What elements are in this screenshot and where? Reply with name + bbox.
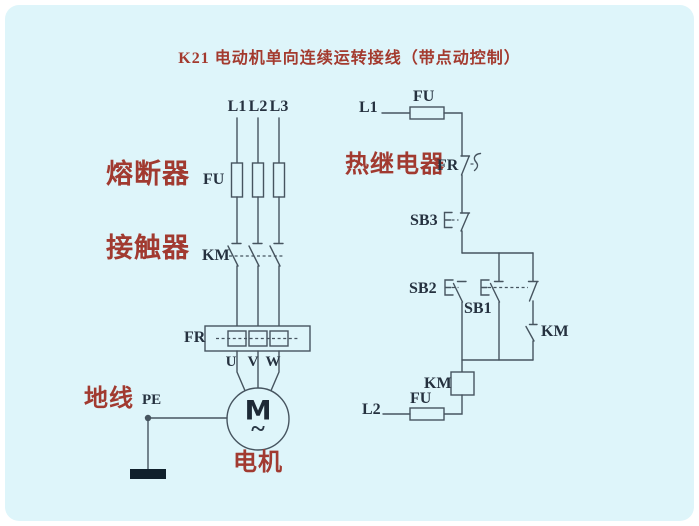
phase-label-l1: L1 (227, 98, 247, 115)
sb3-nc-contact (443, 211, 471, 232)
phase-label-l2: L2 (248, 98, 268, 115)
sb2-no-contact (444, 279, 467, 303)
annotation-ground-wire: 地线 (84, 386, 134, 412)
annotation-motor: 电机 (233, 450, 283, 476)
km-aux-contact (525, 323, 538, 342)
control-fuse-bottom (409, 407, 445, 421)
annotation-fuse: 熔断器 (106, 159, 190, 189)
diagram-title: K21 电动机单向连续运转接线（带点动控制） (178, 50, 521, 67)
fr-nc-contact (460, 152, 482, 176)
phase-label-l3: L3 (269, 98, 289, 115)
diagram-card (5, 5, 694, 521)
km-aux-label: KM (541, 323, 569, 340)
sb2-label: SB2 (409, 280, 437, 297)
motor-letter: M (244, 395, 272, 427)
motor-lead-wires (236, 350, 280, 394)
ground-symbol (130, 414, 228, 479)
sb1-nc-contact (527, 280, 539, 302)
earth-bar (130, 469, 166, 479)
sb1-no-contact (480, 279, 528, 303)
main-fuse-symbols (230, 162, 286, 198)
motor-ac-symbol: ~ (251, 414, 265, 443)
main-fuse-label: FU (203, 171, 225, 188)
pe-junction-dot (144, 414, 152, 422)
control-fuse-bottom-label: FU (410, 390, 432, 407)
thermal-actuator-hook (473, 152, 482, 172)
contactor-main-contacts (227, 242, 284, 267)
main-thermal-label: FR (184, 329, 206, 346)
control-l2-label: L2 (362, 401, 381, 418)
phase-wires-mid (236, 196, 280, 244)
terminal-label-v: V (247, 354, 259, 370)
km-coil-label: KM (424, 375, 452, 392)
sb1-label: SB1 (464, 300, 492, 317)
control-fuse-top-label: FU (413, 88, 435, 105)
main-contactor-label: KM (202, 247, 230, 264)
pe-label: PE (142, 392, 162, 408)
terminal-label-u: U (225, 354, 237, 370)
thermal-relay-heaters (204, 325, 311, 352)
km-coil (450, 371, 475, 396)
control-fuse-top (409, 106, 445, 120)
motor-circle (226, 387, 290, 451)
terminal-label-w: W (265, 354, 281, 370)
control-l1-label: L1 (359, 99, 378, 116)
control-circuit (381, 106, 539, 421)
main-circuit (130, 117, 311, 479)
phase-wires-lower (236, 265, 280, 332)
phase-wires-top (236, 117, 280, 164)
sb3-label: SB3 (410, 212, 438, 229)
control-fr-label: FR (437, 157, 459, 174)
annotation-thermal-relay: 热继电器 (345, 152, 445, 178)
annotation-contactor: 接触器 (106, 233, 190, 263)
